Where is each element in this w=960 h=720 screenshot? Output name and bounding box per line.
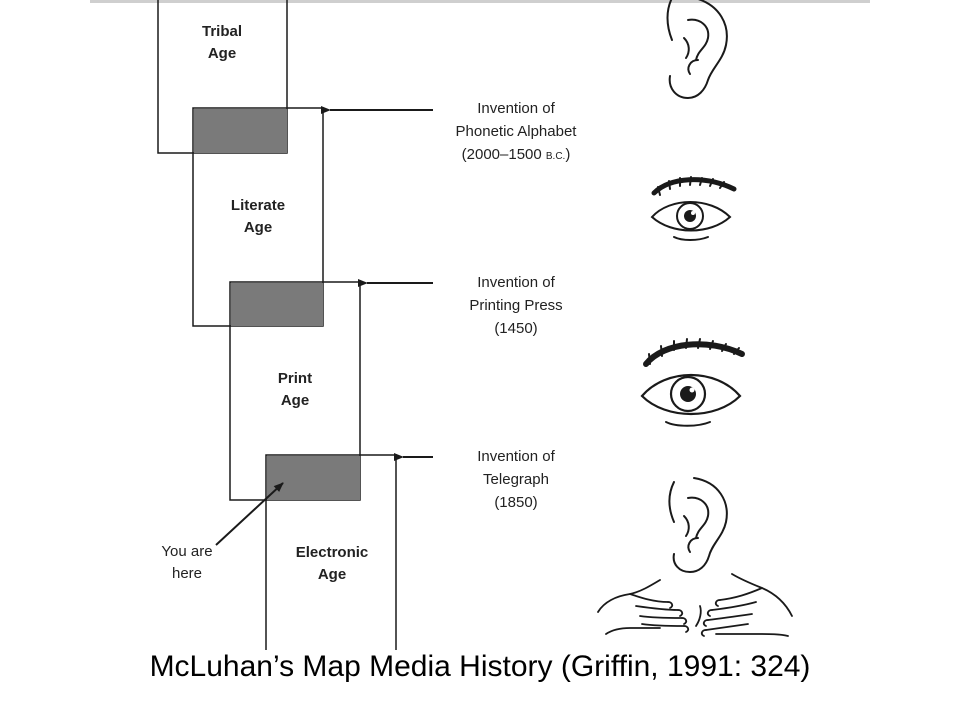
- event-text-7: Invention of: [477, 448, 555, 465]
- shade-alphabet-transition: [194, 109, 287, 153]
- event-text-4: Invention of: [477, 274, 555, 291]
- event-text-8: Telegraph: [483, 471, 549, 488]
- media-history-diagram: Tribal Age Literate Age Print Age Electr…: [157, 0, 793, 650]
- age-label-4: Age: [244, 219, 272, 236]
- shade-telegraph-transition: [267, 456, 360, 500]
- age-label-1: Tribal: [202, 23, 242, 40]
- event-text-9: (1850): [494, 494, 537, 511]
- event-text-6: (1450): [494, 320, 537, 337]
- eye-icon: [640, 338, 745, 427]
- event-text-3: (2000–1500 B.C.): [462, 146, 571, 163]
- arrow-you-are-here: [215, 482, 284, 546]
- event-text-3c: ): [565, 146, 570, 163]
- age-label-3: Literate: [231, 197, 285, 214]
- top-border: [90, 0, 870, 3]
- ear-icon: [668, 477, 728, 574]
- age-label-2: Age: [208, 45, 236, 62]
- age-label-8: Age: [318, 566, 346, 583]
- eye-icon: [650, 176, 737, 241]
- age-label-5: Print: [278, 370, 312, 387]
- event-text-3a: (2000–1500: [462, 146, 546, 163]
- ear-icon: [666, 0, 728, 100]
- age-label-6: Age: [281, 392, 309, 409]
- slide-caption: McLuhan’s Map Media History (Griffin, 19…: [149, 650, 811, 683]
- box-electronic-age: [265, 454, 397, 650]
- age-label-7: Electronic: [296, 544, 369, 561]
- you-are-here-1: You are: [161, 543, 212, 560]
- you-are-here-2: here: [172, 565, 202, 582]
- event-text-2: Phonetic Alphabet: [456, 123, 578, 140]
- event-text-3b: B.C.: [546, 151, 565, 162]
- hands-icon: [597, 573, 793, 637]
- shade-printing-transition: [231, 283, 323, 326]
- event-text-1: Invention of: [477, 100, 555, 117]
- event-text-5: Printing Press: [469, 297, 562, 314]
